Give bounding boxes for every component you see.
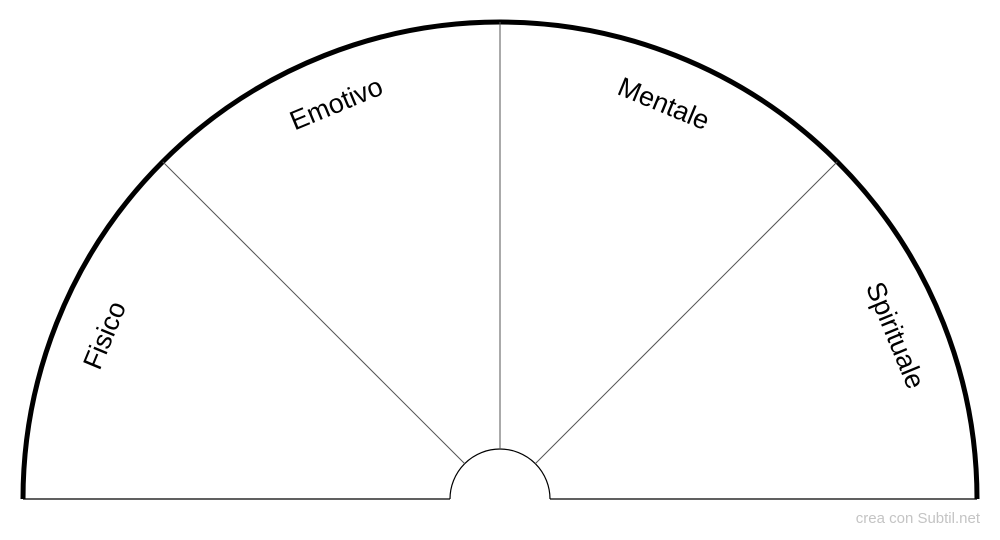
sector-label-spirituale: Spirituale	[860, 278, 931, 393]
sector-divider	[535, 161, 838, 464]
sector-label-emotivo: Emotivo	[285, 71, 387, 136]
sector-divider	[162, 161, 465, 464]
divider-layer	[162, 22, 838, 464]
sector-label-mentale: Mentale	[614, 71, 714, 135]
hub-arc	[449, 448, 551, 500]
sector-label-fisico: Fisico	[77, 297, 132, 374]
credit-text: crea con Subtil.net	[855, 510, 980, 527]
